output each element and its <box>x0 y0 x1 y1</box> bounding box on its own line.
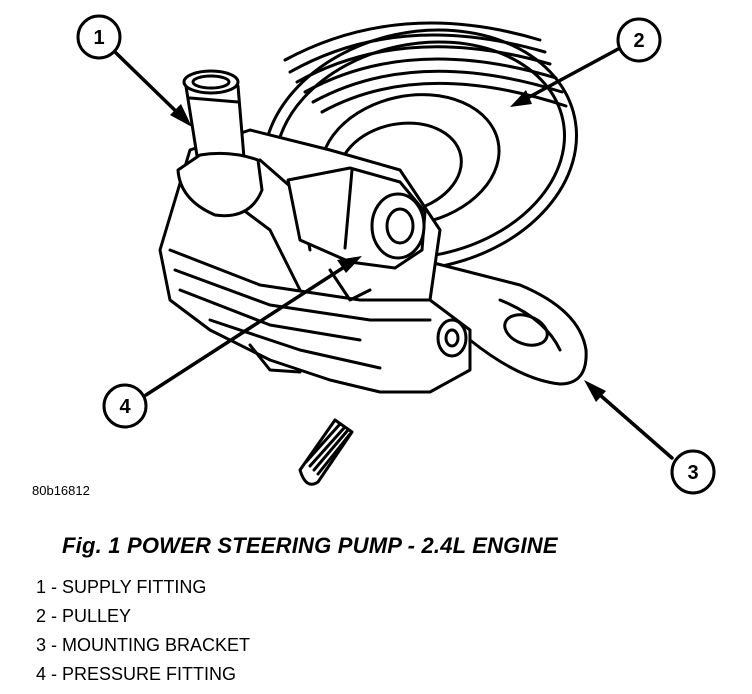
legend-item: 3 - MOUNTING BRACKET <box>36 635 251 655</box>
figure-code: 80b16812 <box>32 483 90 498</box>
legend-item: 1 - SUPPLY FITTING <box>36 577 207 597</box>
leader-line-3 <box>590 386 674 460</box>
callout-label-3: 3 <box>687 462 698 484</box>
callout-circle-4 <box>102 383 148 429</box>
callout-label-4: 4 <box>119 396 131 418</box>
callout-label-1: 1 <box>93 27 104 49</box>
leader-line-4 <box>144 260 354 397</box>
arrowhead-1 <box>170 104 192 127</box>
callout-circle-1 <box>76 14 122 60</box>
stud-bolt <box>298 418 354 486</box>
mounting-bracket <box>428 260 588 386</box>
leader-line-2 <box>518 46 622 104</box>
legend-item: 4 - PRESSURE FITTING <box>36 664 237 684</box>
legend-item: 2 - PULLEY <box>36 606 132 626</box>
callout-circle-2 <box>616 17 662 63</box>
pump-illustration: 1 2 3 4 <box>76 14 716 495</box>
callout-label-2: 2 <box>633 30 644 52</box>
supply-fitting <box>176 69 264 218</box>
legend-list: 1 - SUPPLY FITTING 2 - PULLEY 3 - MOUNTI… <box>36 573 250 689</box>
figure-caption: Fig. 1 POWER STEERING PUMP - 2.4L ENGINE <box>62 533 558 558</box>
pressure-fitting <box>286 166 427 270</box>
leader-line-1 <box>113 50 187 122</box>
arrowhead-4 <box>337 256 362 273</box>
callout-circle-3 <box>670 449 716 495</box>
arrowhead-2 <box>510 90 532 107</box>
arrowhead-3 <box>584 380 606 402</box>
